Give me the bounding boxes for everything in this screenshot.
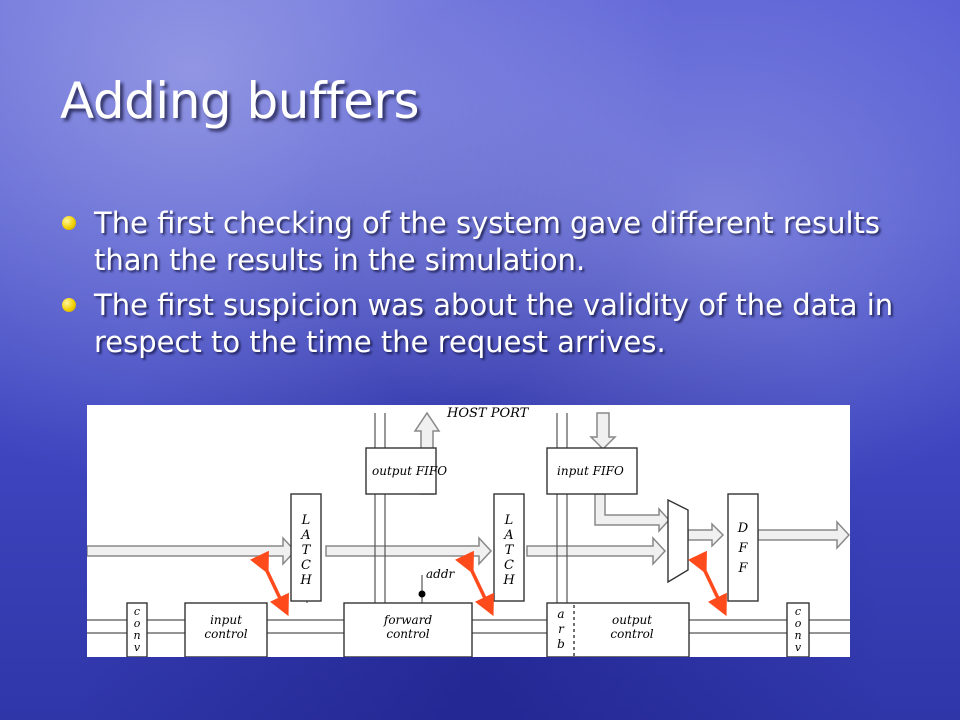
svg-text:C: C [301,558,311,573]
svg-text:o: o [795,617,802,630]
svg-text:H: H [502,573,515,588]
forward-control-label: control [386,627,429,641]
bus-lines [87,413,850,634]
svg-text:c: c [134,605,140,618]
red-arrow-2 [454,550,494,617]
svg-text:L: L [301,513,311,528]
bullet-item: The first suspicion was about the validi… [58,287,918,361]
latch-1-label: L A T C H [299,513,312,588]
svg-text:D: D [737,521,749,536]
slide-title: Adding buffers [60,72,420,130]
main-data-path [87,411,850,566]
svg-text:A: A [503,528,513,543]
bullet-dot-icon [62,216,76,230]
svg-text:H: H [299,573,312,588]
bullet-text: The first suspicion was about the validi… [94,288,894,359]
host-port-label: HOST PORT [446,406,530,421]
output-control-label: control [610,627,653,641]
output-fifo-label: output FIFO [372,464,447,478]
red-arrow-3 [687,550,727,617]
junction-dot [418,590,426,598]
bullet-list: The first checking of the system gave di… [58,205,918,369]
svg-text:F: F [737,541,748,556]
conv-left-label: c o n v [133,605,140,654]
svg-text:o: o [134,617,141,630]
dff-label: D F F [737,521,749,576]
output-control-label: output [612,613,652,627]
svg-text:F: F [737,561,748,576]
svg-text:A: A [300,528,310,543]
red-arrow-1 [249,550,289,617]
svg-text:v: v [795,641,802,654]
input-control-label: input [210,613,242,627]
svg-text:b: b [557,637,565,651]
input-fifo-label: input FIFO [557,464,624,478]
block-diagram: HOST PORT output FIFO input FIFO addr L … [87,405,850,657]
svg-text:T: T [302,543,312,558]
addr-label: addr [426,567,456,581]
bullet-item: The first checking of the system gave di… [58,205,918,279]
svg-text:c: c [795,605,801,618]
arb-label: a r b [557,607,565,651]
svg-text:a: a [557,607,564,621]
svg-text:n: n [794,629,801,642]
bullet-text: The first checking of the system gave di… [94,206,880,277]
forward-control-label: forward [383,613,433,627]
latch-2-label: L A T C H [502,513,515,588]
bullet-dot-icon [62,298,76,312]
svg-text:C: C [504,558,514,573]
svg-text:r: r [558,622,565,636]
svg-text:n: n [133,629,140,642]
blocks [126,447,810,657]
conv-right-label: c o n v [794,605,801,654]
input-control-label: control [204,627,247,641]
svg-text:v: v [134,641,141,654]
svg-text:T: T [505,543,515,558]
highlight-arrows [249,550,727,617]
svg-text:L: L [504,513,514,528]
